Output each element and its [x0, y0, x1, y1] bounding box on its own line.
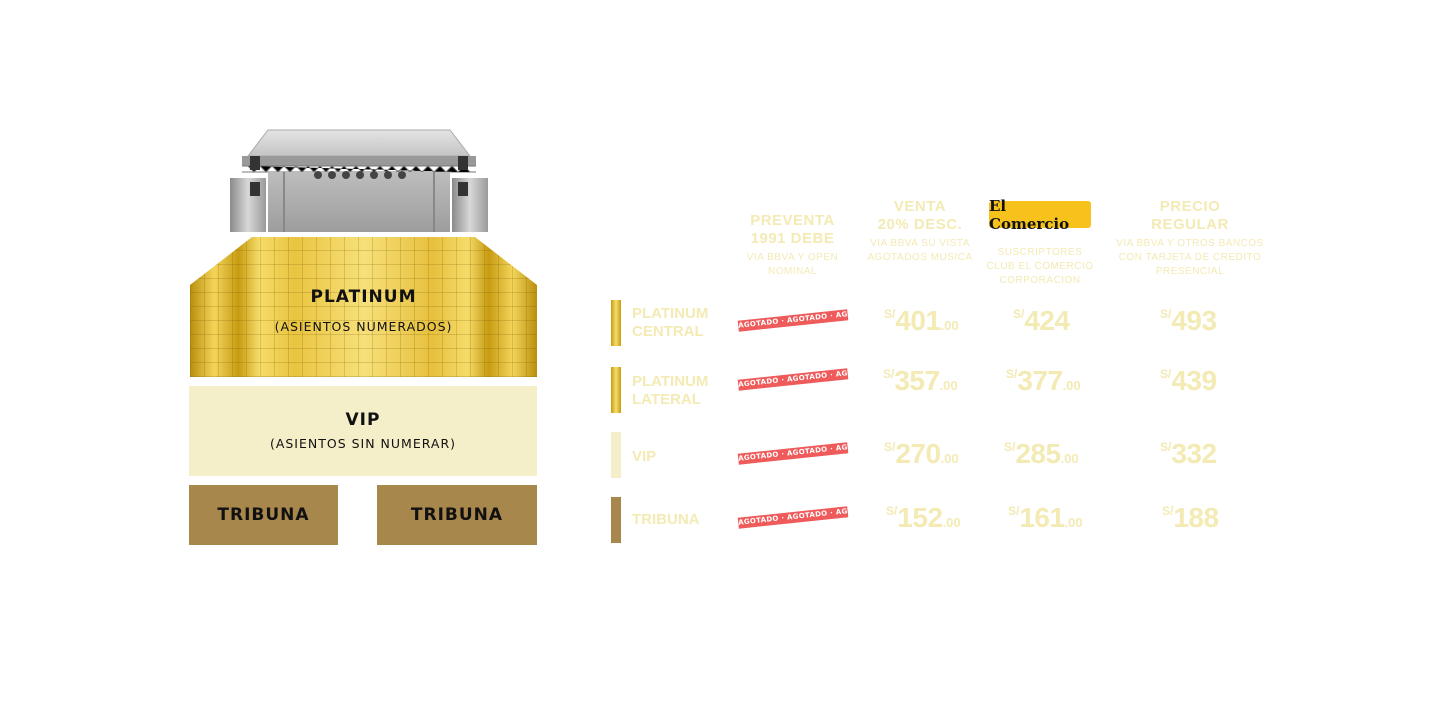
- preventa-cell: AGOTADO · AGOTADO · AGOTADO · AGOTADO: [737, 502, 849, 536]
- price-currency: S/: [1162, 504, 1174, 518]
- price-currency: S/: [1006, 367, 1018, 381]
- header-general: PRECIO REGULAR VIA BBVA Y OTROS BANCOS C…: [1115, 198, 1265, 279]
- soldout-ribbon: AGOTADO · AGOTADO · AGOTADO · AGOTADO: [737, 309, 849, 332]
- zone-vip-title: VIP: [345, 410, 381, 430]
- row-label-tribuna: TRIBUNA: [632, 511, 700, 528]
- header-venta-title: VENTA 20% DESC.: [877, 198, 963, 233]
- preventa-cell: AGOTADO · AGOTADO · AGOTADO · AGOTADO: [737, 305, 849, 339]
- price-currency: S/: [884, 307, 896, 321]
- price-integer: 188: [1173, 502, 1219, 533]
- zone-vip-subtitle: (ASIENTOS SIN NUMERAR): [269, 436, 457, 451]
- zone-tribuna-left[interactable]: TRIBUNA: [189, 485, 338, 545]
- price-decimal: .00: [940, 451, 959, 466]
- price-decimal: .00: [940, 318, 959, 333]
- price-integer: 493: [1171, 305, 1217, 336]
- price-decimal: .00: [1064, 515, 1083, 530]
- header-general-sub: VIA BBVA Y OTROS BANCOS CON TARJETA DE C…: [1116, 238, 1264, 277]
- price-decimal: .00: [1060, 451, 1079, 466]
- price-comercio: S/285.00: [1004, 438, 1079, 470]
- zone-tribuna-left-label: TRIBUNA: [217, 505, 310, 525]
- price-general: S/188: [1162, 502, 1219, 534]
- header-venta: VENTA 20% DESC. VIA BBVA SU VISTA AGOTAD…: [865, 198, 975, 265]
- zone-platinum-subtitle: (ASIENTOS NUMERADOS): [274, 319, 453, 334]
- zone-platinum-title: PLATINUM: [310, 287, 417, 307]
- row-label-platinum-central: PLATINUM CENTRAL: [632, 305, 709, 340]
- preventa-cell: AGOTADO · AGOTADO · AGOTADO · AGOTADO: [737, 438, 849, 472]
- price-general: S/332: [1160, 438, 1217, 470]
- header-preventa-title: PREVENTA 1991 DEBE: [750, 212, 835, 247]
- preventa-cell: AGOTADO · AGOTADO · AGOTADO · AGOTADO: [737, 364, 849, 398]
- price-integer: 332: [1171, 438, 1217, 469]
- soldout-ribbon: AGOTADO · AGOTADO · AGOTADO · AGOTADO: [737, 368, 849, 391]
- header-preventa: PREVENTA 1991 DEBE VIA BBVA Y OPEN NOMIN…: [730, 212, 855, 279]
- soldout-ribbon: AGOTADO · AGOTADO · AGOTADO · AGOTADO: [737, 442, 849, 465]
- price-integer: 357: [894, 365, 940, 396]
- price-decimal: .00: [1062, 378, 1081, 393]
- price-general: S/493: [1160, 305, 1217, 337]
- price-venta: S/357.00: [883, 365, 958, 397]
- price-comercio: S/377.00: [1006, 365, 1081, 397]
- price-integer: 401: [895, 305, 941, 336]
- price-general: S/439: [1160, 365, 1217, 397]
- header-general-title: PRECIO REGULAR: [1151, 198, 1229, 233]
- price-decimal: .00: [939, 378, 958, 393]
- zone-vip[interactable]: VIP (ASIENTOS SIN NUMERAR): [189, 386, 537, 476]
- header-preventa-sub: VIA BBVA Y OPEN NOMINAL: [746, 252, 839, 277]
- price-currency: S/: [1160, 367, 1172, 381]
- price-venta: S/152.00: [886, 502, 961, 534]
- price-currency: S/: [883, 367, 895, 381]
- soldout-ribbon: AGOTADO · AGOTADO · AGOTADO · AGOTADO: [737, 506, 849, 529]
- price-comercio: S/424: [1013, 305, 1070, 337]
- swatch-platinum-central: [611, 300, 621, 346]
- price-venta: S/270.00: [884, 438, 959, 470]
- swatch-vip: [611, 432, 621, 478]
- zone-platinum[interactable]: PLATINUM (ASIENTOS NUMERADOS): [190, 237, 537, 377]
- price-currency: S/: [1160, 440, 1172, 454]
- stage-illustration: [228, 128, 490, 236]
- price-decimal: .00: [942, 515, 961, 530]
- zone-tribuna-right[interactable]: TRIBUNA: [377, 485, 537, 545]
- price-currency: S/: [886, 504, 898, 518]
- price-integer: 439: [1171, 365, 1217, 396]
- header-venta-sub: VIA BBVA SU VISTA AGOTADOS MUSICA: [867, 238, 973, 263]
- row-label-vip: VIP: [632, 448, 657, 465]
- header-comercio-sub: SUSCRIPTORES CLUB EL COMERCIO CORPORACIO…: [986, 247, 1094, 286]
- price-currency: S/: [1160, 307, 1172, 321]
- price-currency: S/: [884, 440, 896, 454]
- zone-tribuna-right-label: TRIBUNA: [410, 505, 504, 525]
- swatch-platinum-lateral: [611, 367, 621, 413]
- price-comercio: S/161.00: [1008, 502, 1083, 534]
- el-comercio-logo-text: El Comercio: [989, 196, 1070, 233]
- price-integer: 161: [1019, 502, 1065, 533]
- price-currency: S/: [1004, 440, 1016, 454]
- price-currency: S/: [1008, 504, 1020, 518]
- price-integer: 285: [1015, 438, 1061, 469]
- header-comercio: SUSCRIPTORES CLUB EL COMERCIO CORPORACIO…: [975, 243, 1105, 288]
- price-integer: 152: [897, 502, 943, 533]
- price-currency: S/: [1013, 307, 1025, 321]
- price-integer: 270: [895, 438, 941, 469]
- el-comercio-logo: El Comercio: [989, 197, 1091, 233]
- price-venta: S/401.00: [884, 305, 959, 337]
- swatch-tribuna: [611, 497, 621, 543]
- price-integer: 424: [1024, 305, 1070, 336]
- price-integer: 377: [1017, 365, 1063, 396]
- row-label-platinum-lateral: PLATINUM LATERAL: [632, 373, 709, 408]
